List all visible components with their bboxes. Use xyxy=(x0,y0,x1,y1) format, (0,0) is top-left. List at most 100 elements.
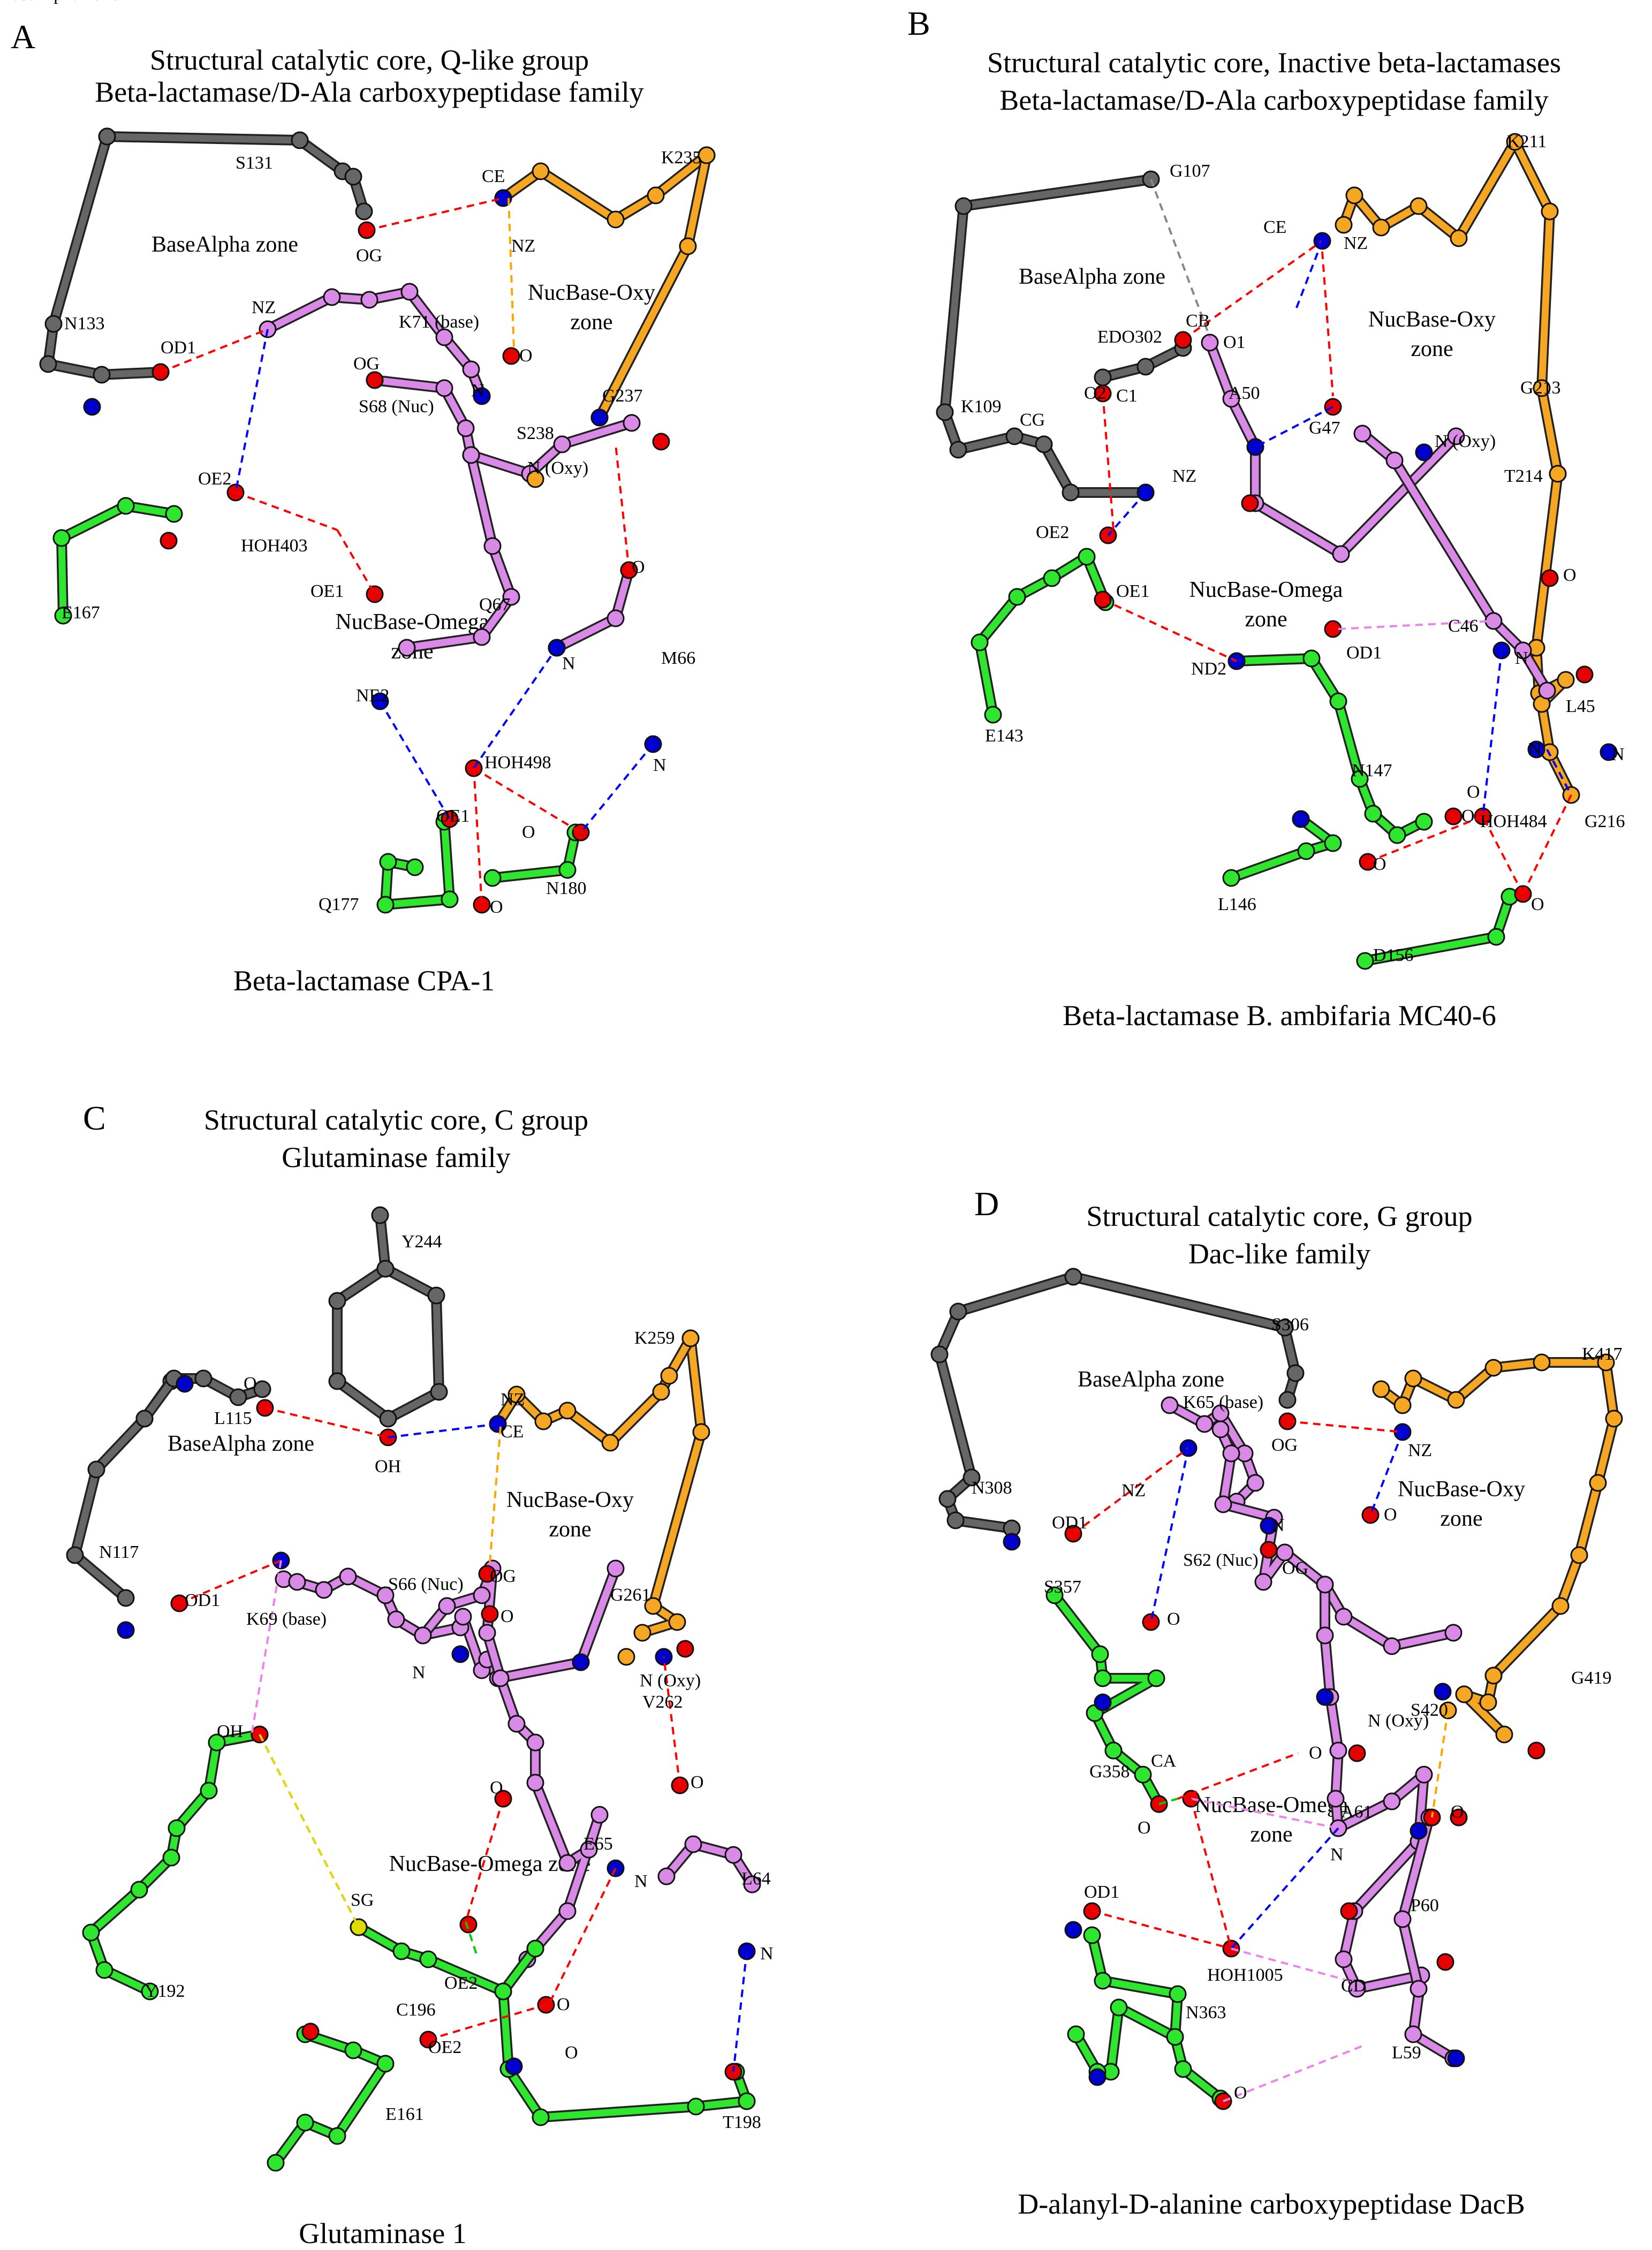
atom xyxy=(526,470,544,488)
atom-label: K71 (base) xyxy=(399,312,479,332)
atom xyxy=(1045,1586,1064,1604)
atom xyxy=(141,1982,159,2001)
panel-subtitle: Dac-like family xyxy=(1188,1238,1370,1270)
atom-label: OG xyxy=(1282,1558,1308,1578)
atom-label: Y192 xyxy=(145,1981,185,2001)
atom-label: CE xyxy=(482,166,505,186)
atom-label: O xyxy=(1451,1802,1464,1822)
atom xyxy=(1600,743,1618,761)
atom xyxy=(462,360,480,378)
hydrogen-bond xyxy=(1321,251,1334,397)
hydrogen-bond xyxy=(1431,1710,1449,1818)
panel-caption: Beta-lactamase CPA-1 xyxy=(233,965,495,997)
atom-label: OG xyxy=(490,1566,516,1586)
atom-label: S357 xyxy=(1044,1577,1081,1597)
atom-label: O xyxy=(1138,1818,1151,1838)
hydrogen-bond xyxy=(388,1423,498,1438)
atom xyxy=(93,366,111,384)
atom xyxy=(473,628,491,646)
atom xyxy=(1043,569,1061,587)
atom-label: S62 (Nuc) xyxy=(1183,1550,1259,1570)
atom-label: OE2 xyxy=(198,469,231,489)
atom xyxy=(1447,427,1465,445)
atom xyxy=(1222,390,1240,408)
atom-label: HOH484 xyxy=(1480,812,1547,831)
panel-caption: Glutaminase 1 xyxy=(299,2217,466,2249)
atom xyxy=(1302,649,1321,668)
atom xyxy=(684,1835,702,1853)
atom xyxy=(1104,1741,1123,1760)
atom-label: V262 xyxy=(642,1692,683,1712)
atom-label: O xyxy=(557,1995,570,2014)
atom xyxy=(938,1490,957,1508)
atom xyxy=(1254,1573,1272,1591)
atom xyxy=(478,1565,496,1583)
hydrogen-bond xyxy=(1230,1827,1339,1950)
atom xyxy=(502,588,520,606)
atom xyxy=(414,1626,432,1645)
atom-label: OG xyxy=(353,354,380,374)
atom-label: L45 xyxy=(1566,696,1595,716)
chain-gray-c2 xyxy=(71,1377,175,1602)
chain-green-1-outline xyxy=(56,501,179,621)
atom xyxy=(1088,2068,1107,2086)
atom xyxy=(489,1415,507,1433)
hydrogen-bond xyxy=(1092,1910,1232,1950)
atom xyxy=(1201,334,1219,352)
atom xyxy=(1383,1792,1401,1810)
zone-label: NucBase-Oxy xyxy=(506,1488,634,1512)
atom-label: P60 xyxy=(1411,1896,1439,1915)
atom xyxy=(379,1410,397,1428)
atom xyxy=(117,1589,135,1607)
chain-gray-b1 xyxy=(941,176,1155,496)
atom xyxy=(1372,218,1390,237)
atom xyxy=(1447,1391,1465,1409)
atom xyxy=(949,441,967,459)
atom xyxy=(194,1369,213,1388)
atom xyxy=(162,1849,180,1867)
atom xyxy=(1393,1396,1412,1414)
hydrogen-bond xyxy=(251,1560,282,1735)
atom xyxy=(526,1774,544,1792)
atom-label: G47 xyxy=(1309,418,1340,438)
atom xyxy=(457,419,475,437)
atom-label: E167 xyxy=(62,603,100,623)
atom-label: K235 xyxy=(661,148,702,168)
atom xyxy=(459,1915,478,1934)
atom xyxy=(502,347,520,365)
atom xyxy=(1078,548,1096,566)
atom-label: OH xyxy=(375,1457,401,1476)
atom xyxy=(1329,1741,1347,1760)
atom-label: CE xyxy=(501,1422,524,1442)
atom xyxy=(743,1875,761,1893)
atom xyxy=(473,387,491,405)
atom-label: O xyxy=(1563,565,1577,585)
hydrogen-bond xyxy=(179,1559,282,1604)
atom xyxy=(371,1206,389,1224)
atom xyxy=(1195,1415,1214,1433)
atom xyxy=(1450,1808,1468,1827)
atom xyxy=(400,283,419,301)
atom xyxy=(580,1840,598,1859)
atom xyxy=(1094,1972,1112,1990)
atom xyxy=(366,371,384,389)
atom-label: S66 (Nuc) xyxy=(388,1574,464,1594)
chain-green-b2 xyxy=(1233,655,1428,839)
atom xyxy=(1549,465,1567,483)
atom xyxy=(1278,1391,1297,1409)
atom-label: N (Oxy) xyxy=(527,458,588,478)
atom xyxy=(1136,358,1155,376)
atom xyxy=(1415,1766,1433,1784)
atom xyxy=(1064,1921,1082,1939)
atom xyxy=(1372,1380,1390,1398)
atom xyxy=(398,639,416,657)
atom-label: NZ xyxy=(1121,1481,1146,1501)
atom xyxy=(360,291,378,309)
atom xyxy=(1495,1725,1513,1744)
atom xyxy=(1361,1506,1380,1524)
atom xyxy=(668,1613,686,1631)
atom xyxy=(1211,1420,1230,1438)
zone-label: zone xyxy=(1411,337,1453,361)
